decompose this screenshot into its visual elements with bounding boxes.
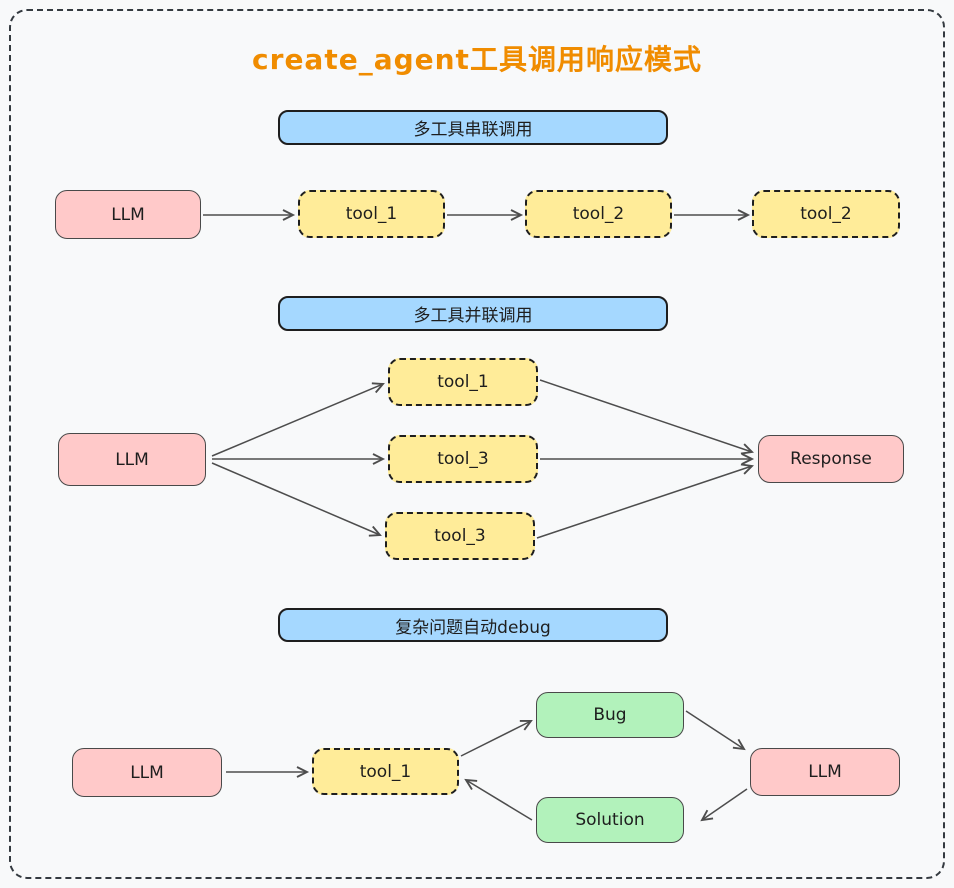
section3-llm2-node: LLM [750,748,900,796]
arrow-s3-bug-to-llm2 [685,710,746,751]
section3-solution-node: Solution [536,797,684,843]
section1-tool2b-node: tool_2 [752,190,900,238]
section2-tool3a-node: tool_3 [388,435,538,483]
section3-bug-node: Bug [536,692,684,738]
arrow-s2-tool3b-to-response [536,463,754,539]
section3-header: 复杂问题自动debug [278,608,668,642]
section2-header: 多工具并联调用 [278,296,668,331]
section2-tool3b-node: tool_3 [385,512,535,560]
section1-tool1-node: tool_1 [298,190,445,238]
arrow-s2-llm-to-tool3b [211,462,382,537]
arrow-s2-tool1-to-response [539,379,754,455]
section2-llm-node: LLM [58,433,206,486]
arrow-s3-tool1-to-bug [460,720,533,757]
section2-tool1-node: tool_1 [388,358,538,406]
section3-llm1-node: LLM [72,748,222,797]
section1-llm-node: LLM [55,190,201,239]
arrow-s3-solution-to-tool1 [464,778,533,821]
section1-header: 多工具串联调用 [278,110,668,145]
arrow-s2-llm-to-tool1 [211,382,385,457]
arrow-s3-llm2-to-solution [700,788,748,822]
section2-response-node: Response [758,435,904,483]
section3-tool1-node: tool_1 [312,748,459,795]
diagram-title: create_agent工具调用响应模式 [252,43,702,76]
section1-tool2a-node: tool_2 [525,190,672,238]
